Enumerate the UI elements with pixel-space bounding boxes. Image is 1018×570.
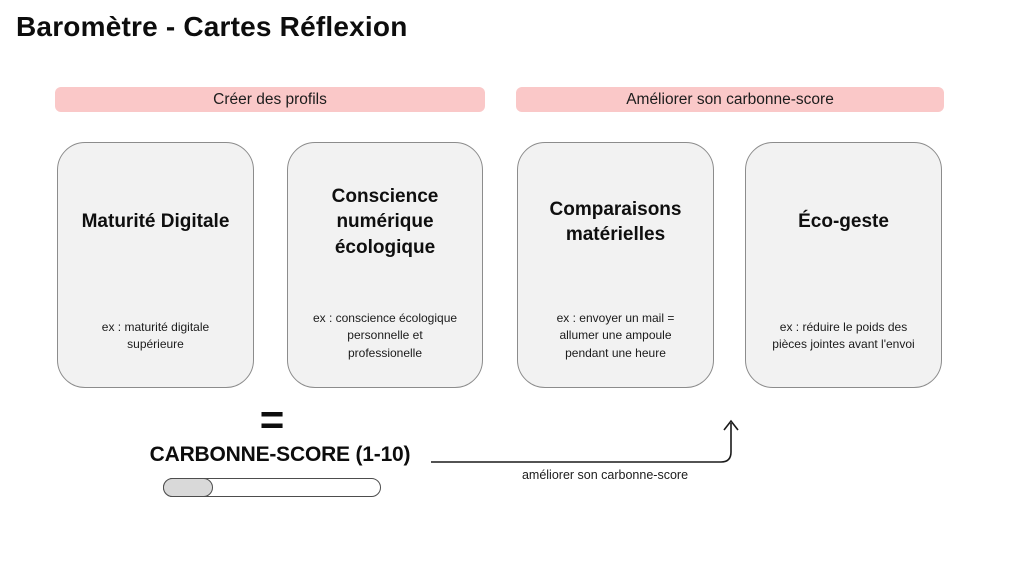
section-header-improve-score: Améliorer son carbonne-score <box>516 87 944 112</box>
carbonne-score-progressbar <box>163 478 381 497</box>
card-title: Comparaisons matérielles <box>549 198 682 245</box>
card-example: ex : maturité digitale supérieure <box>101 319 210 351</box>
card-title: Conscience numérique écologique <box>331 185 439 258</box>
card-title: Maturité Digitale <box>81 211 230 233</box>
card-conscience-numerique-ecologique: Conscience numérique écologique ex : con… <box>287 142 483 388</box>
arrow-label: améliorer son carbonne-score <box>521 468 689 482</box>
page-title: Baromètre - Cartes Réflexion <box>16 11 408 42</box>
card-example: ex : conscience écologique personnelle e… <box>312 310 458 360</box>
equals-symbol: = <box>259 396 285 443</box>
up-arrow-connector-icon <box>431 419 739 463</box>
card-comparaisons-materielles: Comparaisons matérielles ex : envoyer un… <box>517 142 714 388</box>
card-example: ex : réduire le poids des pièces jointes… <box>772 319 915 351</box>
progress-fill <box>163 478 213 497</box>
card-example: ex : envoyer un mail = allumer une ampou… <box>556 310 675 360</box>
card-maturite-digitale: Maturité Digitale ex : maturité digitale… <box>57 142 254 388</box>
carbonne-score-label: CARBONNE-SCORE (1-10) <box>149 443 411 466</box>
card-eco-geste: Éco-geste ex : réduire le poids des pièc… <box>745 142 942 388</box>
section-header-create-profiles: Créer des profils <box>55 87 485 112</box>
card-title: Éco-geste <box>798 211 889 233</box>
